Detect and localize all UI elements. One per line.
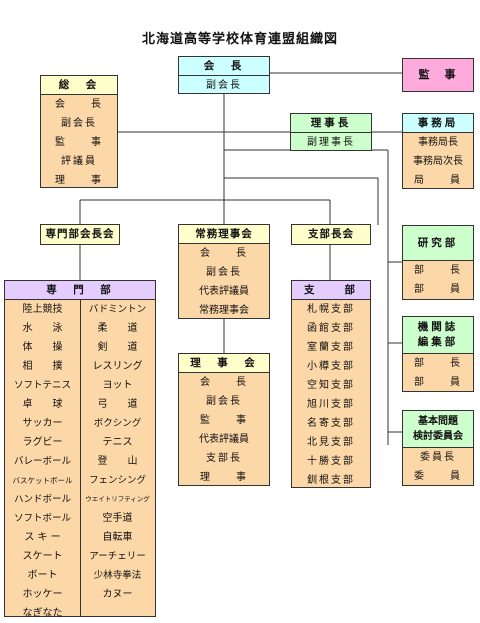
general-assembly-title: 総 会 bbox=[41, 76, 117, 95]
board-item: 理 事 bbox=[200, 472, 248, 483]
board-box: 理 事 会 会 長 副会長 監 事 代表評議員 支部長 理 事 bbox=[178, 353, 270, 486]
branch-chairs-label: 支部長会 bbox=[291, 224, 371, 245]
sport-item: レスリング bbox=[92, 361, 143, 372]
sport-item: テニス bbox=[102, 437, 133, 448]
president-title: 会 長 bbox=[179, 57, 269, 76]
board-item: 監 事 bbox=[200, 415, 248, 426]
branch-item: 空知支部 bbox=[307, 380, 355, 391]
sport-item: ソフトボール bbox=[13, 513, 71, 524]
branch-item: 旭川支部 bbox=[307, 399, 355, 410]
basic-issues-title: 基本問題 検討委員会 bbox=[403, 411, 473, 448]
sport-item: ボクシング bbox=[93, 418, 142, 429]
branches-title: 支 部 bbox=[292, 281, 370, 300]
journal-title: 機関誌 編集部 bbox=[403, 317, 473, 354]
executive-box: 常務理事会 会 長 副会長 代表評議員 常務理事会 bbox=[178, 224, 270, 319]
branch-item: 釧根支部 bbox=[307, 475, 355, 486]
ga-item: 会 長 bbox=[55, 99, 103, 110]
sport-item: ス キ ー bbox=[24, 532, 61, 543]
executive-title: 常務理事会 bbox=[179, 225, 269, 244]
journal-item: 部 員 bbox=[414, 377, 462, 388]
sport-item: ソフトテニス bbox=[13, 380, 71, 391]
branch-item: 室蘭支部 bbox=[307, 342, 355, 353]
specialty-box: 専 門 部 陸上競技 水 泳 体 操 相 撲 ソフトテニス 卓 球 サッカー ラ… bbox=[4, 280, 156, 619]
sport-item: バドミントン bbox=[88, 304, 147, 315]
sport-item: カヌー bbox=[102, 589, 133, 600]
board-item: 支部長 bbox=[206, 453, 242, 464]
journal-item: 部 長 bbox=[414, 358, 462, 369]
branch-item: 小樽支部 bbox=[307, 361, 355, 372]
branch-item: 十勝支部 bbox=[307, 456, 355, 467]
sport-item: 柔 道 bbox=[97, 323, 138, 334]
sport-item: ハンドボール bbox=[13, 494, 71, 505]
chairman-title: 理事長 bbox=[291, 114, 371, 133]
branch-item: 北見支部 bbox=[307, 437, 355, 448]
branch-item: 名寄支部 bbox=[307, 418, 355, 429]
ga-item: 理 事 bbox=[55, 175, 103, 186]
sport-item: ボート bbox=[27, 570, 58, 581]
secretariat-item: 事務局長 bbox=[418, 137, 458, 148]
branch-item: 函館支部 bbox=[307, 323, 355, 334]
sport-item: アーチェリー bbox=[89, 551, 146, 562]
specialty-divider bbox=[80, 300, 81, 616]
secretariat-title: 事務局 bbox=[403, 114, 473, 133]
board-item: 会 長 bbox=[200, 377, 248, 388]
basic-issues-box: 基本問題 検討委員会 委員長 委 員 bbox=[402, 410, 474, 486]
sport-item: 卓 球 bbox=[22, 399, 63, 410]
sport-item: フェンシング bbox=[88, 475, 146, 486]
sport-item: なぎなた bbox=[22, 608, 63, 619]
executive-item: 会 長 bbox=[200, 248, 248, 259]
specialty-left-col: 陸上競技 水 泳 体 操 相 撲 ソフトテニス 卓 球 サッカー ラグビー バレ… bbox=[5, 300, 80, 623]
sport-item: ラグビー bbox=[22, 437, 63, 448]
sport-item: スケート bbox=[22, 551, 63, 562]
sport-item: 自転車 bbox=[102, 532, 133, 543]
executive-item: 常務理事会 bbox=[199, 305, 249, 316]
specialty-title: 専 門 部 bbox=[5, 281, 155, 300]
ga-item: 副会長 bbox=[61, 118, 97, 129]
auditor-box: 監 事 bbox=[402, 58, 474, 92]
sport-item: 相 撲 bbox=[22, 361, 63, 372]
sport-item: ウエイトリフティング bbox=[85, 495, 150, 503]
special-chairs-label: 専門部会長会 bbox=[40, 224, 120, 245]
board-item: 副会長 bbox=[206, 396, 242, 407]
ga-item: 監 事 bbox=[55, 137, 103, 148]
executive-item: 副会長 bbox=[206, 267, 242, 278]
secretariat-item: 局 員 bbox=[414, 175, 462, 186]
president-box: 会 長 副会長 bbox=[178, 56, 270, 94]
chairman-box: 理事長 副理事長 bbox=[290, 113, 372, 151]
sport-item: ホッケー bbox=[22, 589, 63, 600]
sport-item: バレーボール bbox=[13, 456, 71, 467]
branch-item: 札幌支部 bbox=[307, 304, 355, 315]
executive-item: 代表評議員 bbox=[199, 286, 249, 297]
basic-issues-item: 委 員 bbox=[414, 471, 462, 482]
sport-item: バスケットボール bbox=[12, 476, 73, 485]
vice-chairman-label: 副理事長 bbox=[307, 137, 355, 148]
sport-item: 空手道 bbox=[102, 513, 133, 524]
sport-item: ヨット bbox=[102, 380, 133, 391]
vice-president-label: 副会長 bbox=[206, 80, 242, 91]
sport-item: 登 山 bbox=[97, 456, 138, 467]
general-assembly-box: 総 会 会 長 副会長 監 事 評議員 理 事 bbox=[40, 75, 118, 188]
board-item: 代表評議員 bbox=[199, 434, 249, 445]
journal-box: 機関誌 編集部 部 長 部 員 bbox=[402, 316, 474, 392]
specialty-right-col: バドミントン 柔 道 剣 道 レスリング ヨット 弓 道 ボクシング テニス 登… bbox=[80, 300, 155, 604]
research-box: 研究部 部 長 部 員 bbox=[402, 225, 474, 300]
sport-item: 少林寺拳法 bbox=[93, 570, 142, 581]
sport-item: 陸上競技 bbox=[22, 304, 63, 315]
research-item: 部 長 bbox=[414, 265, 462, 276]
chart-title: 北海道高等学校体育連盟組織図 bbox=[141, 32, 338, 47]
sport-item: サッカー bbox=[22, 418, 63, 429]
branches-box: 支 部 札幌支部 函館支部 室蘭支部 小樽支部 空知支部 旭川支部 名寄支部 北… bbox=[291, 280, 371, 488]
secretariat-box: 事務局 事務局長 事務局次長 局 員 bbox=[402, 113, 474, 189]
auditor-title: 監 事 bbox=[418, 68, 458, 81]
ga-item: 評議員 bbox=[61, 156, 97, 167]
sport-item: 剣 道 bbox=[97, 342, 138, 353]
sport-item: 体 操 bbox=[22, 342, 63, 353]
sport-item: 弓 道 bbox=[97, 399, 138, 410]
research-title: 研究部 bbox=[403, 226, 473, 261]
secretariat-item: 事務局次長 bbox=[413, 156, 463, 167]
basic-issues-item: 委員長 bbox=[420, 452, 456, 463]
sport-item: 水 泳 bbox=[22, 323, 63, 334]
board-title: 理 事 会 bbox=[179, 354, 269, 373]
research-item: 部 員 bbox=[414, 284, 462, 295]
